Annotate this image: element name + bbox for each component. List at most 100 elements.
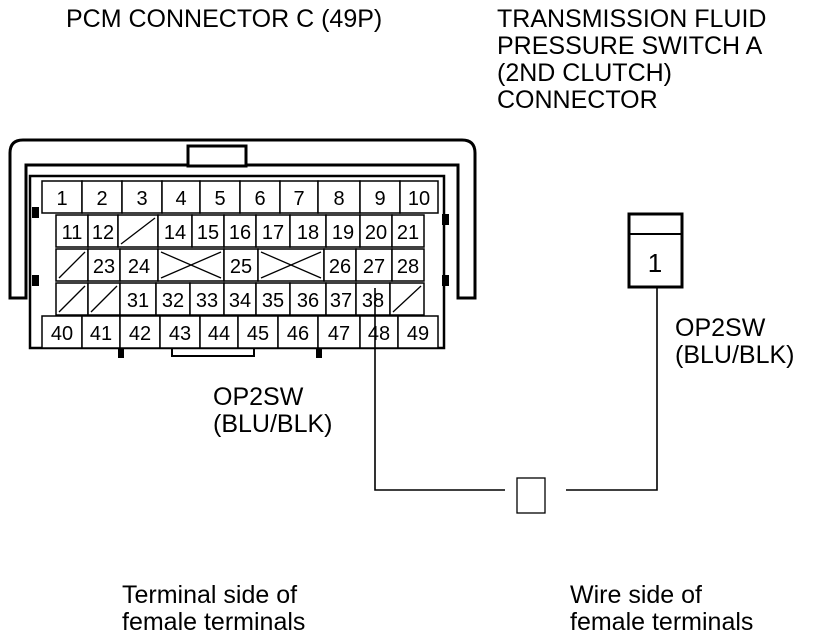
- terminal-cavity: [81, 180, 123, 214]
- terminal-cavity: [277, 315, 319, 349]
- pcm-connector-title: PCM CONNECTOR C (49P): [66, 5, 383, 33]
- terminal-number: 2: [96, 188, 107, 210]
- terminal-number: 8: [333, 188, 344, 210]
- switch-wire-label: OP2SW (BLU/BLK): [675, 315, 794, 369]
- unused-cavity-mark: [58, 285, 86, 313]
- terminal-cavity: [355, 248, 393, 282]
- terminal-number: 35: [262, 290, 284, 312]
- terminal-number: 9: [374, 188, 385, 210]
- switch-terminal-number: 1: [648, 248, 662, 278]
- terminal-cavity: [289, 282, 327, 316]
- terminal-number: 31: [127, 290, 149, 312]
- terminal-number: 43: [169, 323, 191, 345]
- terminal-cavity: [223, 282, 257, 316]
- terminal-number: 5: [214, 188, 225, 210]
- terminal-number: 48: [368, 323, 390, 345]
- terminal-number: 41: [90, 323, 112, 345]
- terminal-number: 18: [297, 222, 319, 244]
- switch-side-label: Wire side of female terminals: [570, 582, 753, 636]
- terminal-number: 49: [407, 323, 429, 345]
- side-label-line: Wire side of: [570, 581, 702, 609]
- terminal-cavity: [159, 315, 201, 349]
- unused-cavity-mark: [392, 285, 422, 313]
- switch-connector-title: TRANSMISSION FLUID PRESSURE SWITCH A (2N…: [497, 6, 766, 114]
- terminal-number: 19: [332, 222, 354, 244]
- terminal-number: 38: [362, 290, 384, 312]
- terminal-cavity: [317, 315, 361, 349]
- terminal-number: 25: [230, 256, 252, 278]
- terminal-cavity: [399, 180, 439, 214]
- wire-color-code: (BLU/BLK): [675, 341, 795, 369]
- terminal-number: 23: [93, 256, 115, 278]
- terminal-cavity: [289, 214, 327, 248]
- terminal-number: 47: [328, 323, 350, 345]
- unused-cavity-mark: [160, 251, 222, 279]
- terminal-number: 20: [365, 222, 387, 244]
- terminal-cavity: [359, 315, 399, 349]
- terminal-cavity: [199, 315, 239, 349]
- terminal-cavity: [223, 248, 259, 282]
- wire-signal-name: OP2SW: [213, 383, 304, 411]
- terminal-number: 34: [229, 290, 251, 312]
- terminal-number: 44: [208, 323, 230, 345]
- op2sw-wire: [374, 287, 658, 491]
- switch-connector-body: [627, 212, 684, 289]
- terminal-cavity: [87, 248, 121, 282]
- terminal-cavity: [119, 315, 161, 349]
- terminal-cavity: [355, 282, 391, 316]
- terminal-number: 46: [287, 323, 309, 345]
- terminal-cavity: [155, 282, 191, 316]
- terminal-number: 15: [197, 222, 219, 244]
- switch-title-line: TRANSMISSION FLUID: [497, 5, 767, 33]
- terminal-number: 16: [229, 222, 251, 244]
- unused-cavity-mark: [58, 251, 86, 279]
- terminal-number: 12: [92, 222, 114, 244]
- terminal-number: 3: [136, 188, 147, 210]
- terminal-cavity: [397, 315, 439, 349]
- terminal-number: 26: [329, 256, 351, 278]
- terminal-cavity: [41, 180, 83, 214]
- switch-title-line: PRESSURE SWITCH A: [497, 32, 763, 60]
- terminal-cavity: [391, 248, 425, 282]
- side-label-line: Terminal side of: [122, 581, 298, 609]
- terminal-number: 24: [128, 256, 150, 278]
- terminal-cavity: [325, 214, 361, 248]
- housing-locking-tabs: [32, 207, 449, 358]
- side-label-line: female terminals: [570, 608, 754, 636]
- switch-title-line: CONNECTOR: [497, 86, 658, 114]
- terminal-number: 10: [408, 188, 430, 210]
- terminal-number: 28: [397, 256, 419, 278]
- terminal-number: 1: [56, 188, 67, 210]
- terminal-cavity: [199, 180, 241, 214]
- terminal-cavity: [81, 315, 121, 349]
- terminal-number: 40: [51, 323, 73, 345]
- terminal-number: 4: [175, 188, 186, 210]
- terminal-number: 17: [262, 222, 284, 244]
- pcm-side-label: Terminal side of female terminals: [122, 582, 305, 636]
- terminal-number: 21: [397, 222, 419, 244]
- side-label-line: female terminals: [122, 608, 306, 636]
- terminal-number: 6: [254, 188, 265, 210]
- terminal-number: 7: [293, 188, 304, 210]
- pcm-wire-label: OP2SW (BLU/BLK): [213, 384, 332, 438]
- terminal-cavity: [87, 214, 119, 248]
- terminal-number: 42: [129, 323, 151, 345]
- terminal-cavity: [223, 214, 257, 248]
- unused-cavity-mark: [260, 251, 322, 279]
- terminal-number: 37: [330, 290, 352, 312]
- switch-title-line: (2ND CLUTCH): [497, 59, 672, 87]
- terminal-number: 45: [247, 323, 269, 345]
- wire-signal-name: OP2SW: [675, 314, 766, 342]
- terminal-number: 27: [363, 256, 385, 278]
- terminal-number: 11: [62, 222, 83, 244]
- unused-cavity-mark: [120, 217, 156, 245]
- terminal-cavity: [157, 214, 193, 248]
- terminal-number: 36: [297, 290, 319, 312]
- terminal-number: 14: [164, 222, 186, 244]
- terminal-number: 33: [196, 290, 218, 312]
- terminal-cavity: [391, 214, 425, 248]
- unused-cavity-mark: [90, 285, 118, 313]
- terminal-cavity: [119, 248, 159, 282]
